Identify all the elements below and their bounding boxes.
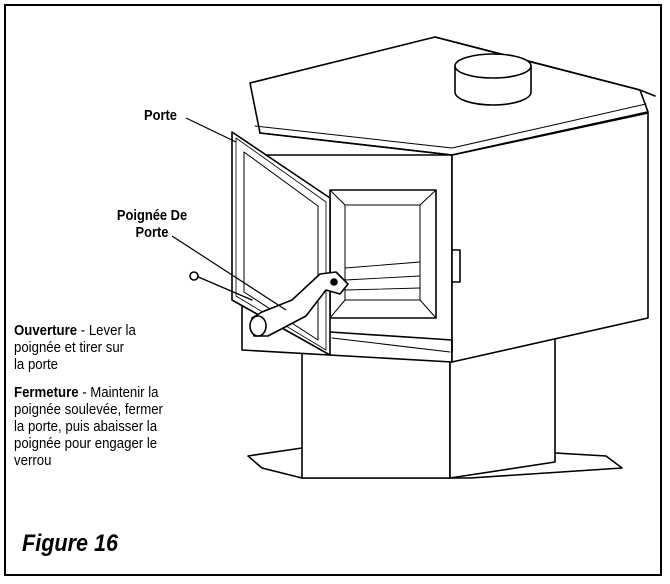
opening-line2: poignée et tirer sur xyxy=(14,339,125,356)
door-handle-label-line2: Porte xyxy=(135,224,169,241)
door-handle-label-line1: Poignée De xyxy=(116,207,188,224)
door-glass xyxy=(243,151,319,341)
closing-term: Fermeture xyxy=(14,384,79,401)
closing-line1: - Maintenir la xyxy=(78,384,159,401)
closing-line4: poignée pour engager le xyxy=(14,435,158,452)
opening-line3: la porte xyxy=(14,356,59,373)
door-label: Porte xyxy=(144,107,177,124)
closing-instructions: Fermeture - Maintenir la poignée soulevé… xyxy=(14,384,163,469)
closing-line2: poignée soulevée, fermer xyxy=(14,401,163,418)
closing-line3: la porte, puis abaisser la xyxy=(14,418,158,435)
opening-line1: - Lever la xyxy=(77,322,136,339)
closing-line5: verrou xyxy=(14,452,52,469)
door-handle-label: Poignée De Porte xyxy=(109,207,195,241)
handle-leader-line xyxy=(171,235,287,311)
stove-body-side xyxy=(451,112,649,363)
door-leader-line xyxy=(185,117,237,143)
door-handle xyxy=(251,271,349,337)
figure-title: Figure 16 xyxy=(22,530,119,557)
opening-term: Ouverture xyxy=(14,322,78,339)
opening-instructions: Ouverture - Lever la poignée et tirer su… xyxy=(14,322,136,373)
